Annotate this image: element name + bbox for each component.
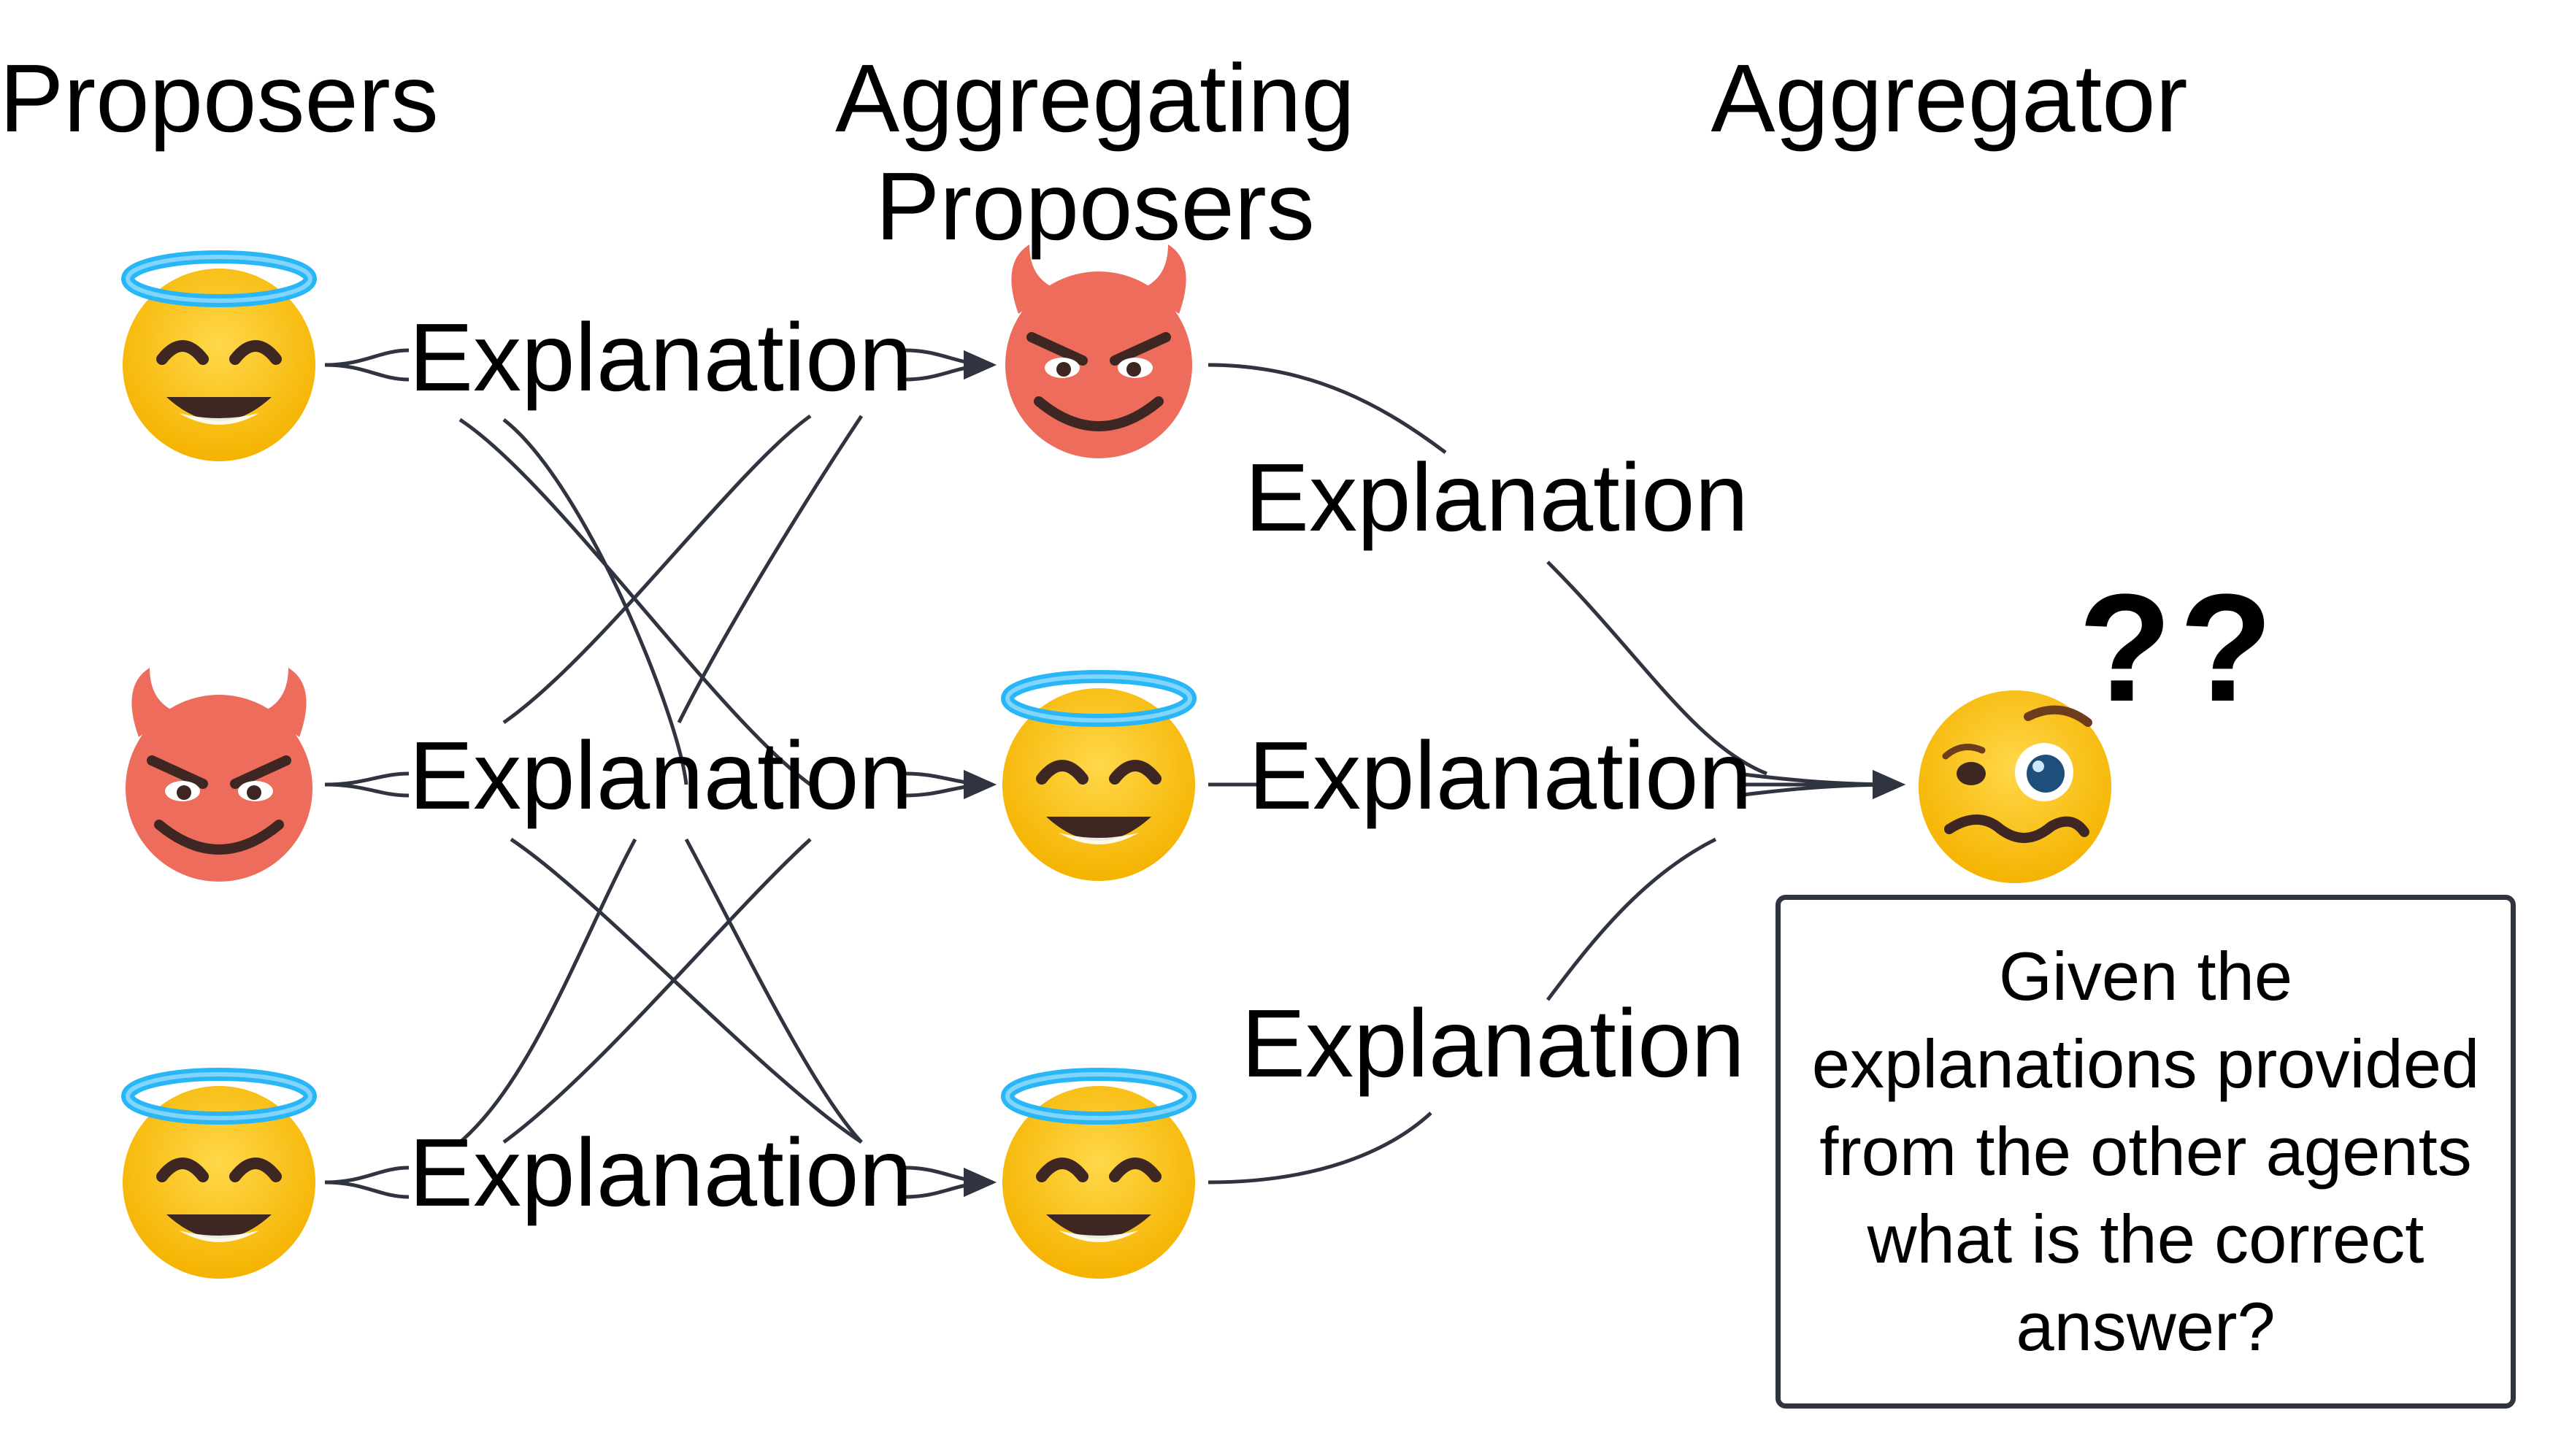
edge-label-a3-to-aggregator: Explanation <box>1241 990 1745 1097</box>
proposer-2-devil-icon <box>126 668 312 882</box>
edge-labels: Explanation Explanation Explanation Expl… <box>409 304 1752 1226</box>
aggregator-prompt-box: Given the explanations provided from the… <box>1775 895 2516 1409</box>
proposer-3-angel-icon <box>123 1074 315 1279</box>
proposer-1-angel-icon <box>123 257 315 461</box>
edge-label-a1-to-aggregator: Explanation <box>1245 444 1748 551</box>
aggregator-title: Aggregator <box>1711 45 2187 152</box>
layer2-edges <box>1208 363 1905 1185</box>
question-marks: ?? <box>2078 562 2281 733</box>
proposers-title: Proposers <box>0 45 439 152</box>
aggregating-proposers-title-line2: Proposers <box>875 153 1315 260</box>
edge-label-p2-to-layer2: Explanation <box>409 722 913 829</box>
edge-label-p3-to-layer2: Explanation <box>409 1119 913 1226</box>
aggregator-prompt-text: Given the explanations provided from the… <box>1811 938 2480 1365</box>
aggregating-proposer-1-devil-icon <box>1005 244 1192 458</box>
edge-label-p1-to-layer2: Explanation <box>409 304 913 411</box>
edge-label-a2-to-aggregator: Explanation <box>1248 722 1752 829</box>
layer1-edges <box>324 348 997 1199</box>
aggregating-proposers-title-line1: Aggregating <box>835 45 1355 152</box>
aggregating-proposer-3-angel-icon <box>1002 1074 1195 1279</box>
aggregating-proposer-2-angel-icon <box>1002 677 1195 881</box>
